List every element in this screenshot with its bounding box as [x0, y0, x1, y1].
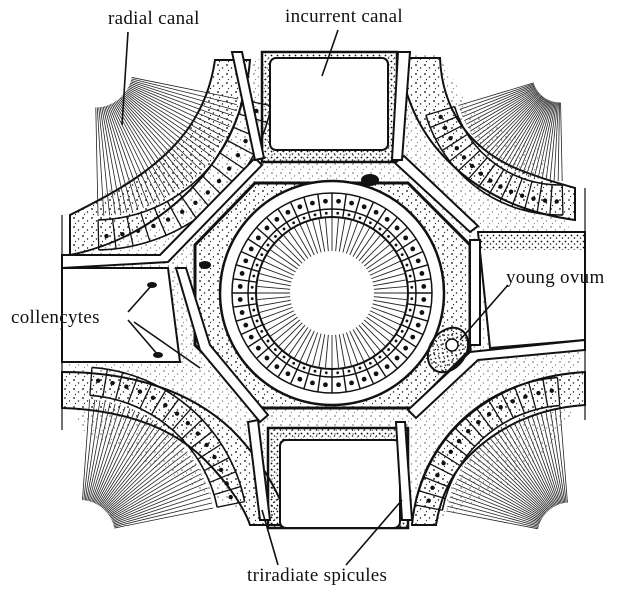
label-radial-canal: radial canal: [108, 8, 200, 30]
central-radial-canal: [195, 181, 470, 408]
label-collencytes: collencytes: [11, 307, 100, 329]
incurrent-canal-bottom: [268, 428, 408, 528]
label-incurrent-canal: incurrent canal: [285, 6, 403, 28]
label-triradiate-spicules: triradiate spicules: [247, 565, 387, 587]
incurrent-canal-top: [262, 52, 397, 162]
incurrent-canal-right: [478, 232, 585, 348]
label-young-ovum: young ovum: [506, 267, 605, 289]
